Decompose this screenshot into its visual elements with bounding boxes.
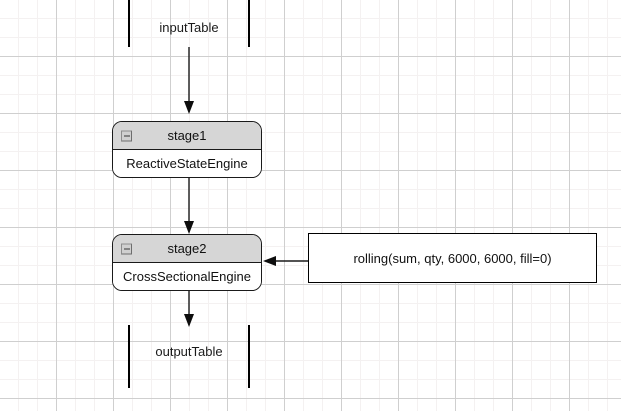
- annotation-rolling-expression[interactable]: rolling(sum, qty, 6000, 6000, fill=0): [308, 233, 597, 283]
- annotation-text: rolling(sum, qty, 6000, 6000, fill=0): [353, 250, 552, 266]
- input-table-label: inputTable: [159, 20, 219, 35]
- edge-stage2-to-output: [184, 290, 194, 327]
- node-input-table[interactable]: inputTable: [128, 0, 250, 47]
- stage2-engine-label: CrossSectionalEngine: [123, 269, 251, 284]
- stage1-title: stage1: [167, 128, 207, 143]
- node-stage2[interactable]: stage2 CrossSectionalEngine: [112, 234, 262, 291]
- node-output-table[interactable]: outputTable: [128, 325, 250, 388]
- table-bar-right: [248, 0, 250, 47]
- edge-annotation-to-stage2: [263, 256, 309, 266]
- stage2-body: CrossSectionalEngine: [113, 263, 261, 290]
- node-stage1[interactable]: stage1 ReactiveStateEngine: [112, 121, 262, 178]
- stage1-engine-label: ReactiveStateEngine: [126, 156, 248, 171]
- collapse-minus-icon[interactable]: [121, 243, 132, 254]
- edge-stage1-to-stage2: [184, 177, 194, 234]
- edge-input-to-stage1: [184, 47, 194, 114]
- table-bar-right: [248, 325, 250, 388]
- table-bar-left: [128, 0, 130, 47]
- table-bar-left: [128, 325, 130, 388]
- stage1-header: stage1: [113, 122, 261, 150]
- collapse-minus-icon[interactable]: [121, 130, 132, 141]
- stage1-body: ReactiveStateEngine: [113, 150, 261, 177]
- stage2-header: stage2: [113, 235, 261, 263]
- stage2-title: stage2: [167, 241, 207, 256]
- output-table-label: outputTable: [155, 344, 223, 359]
